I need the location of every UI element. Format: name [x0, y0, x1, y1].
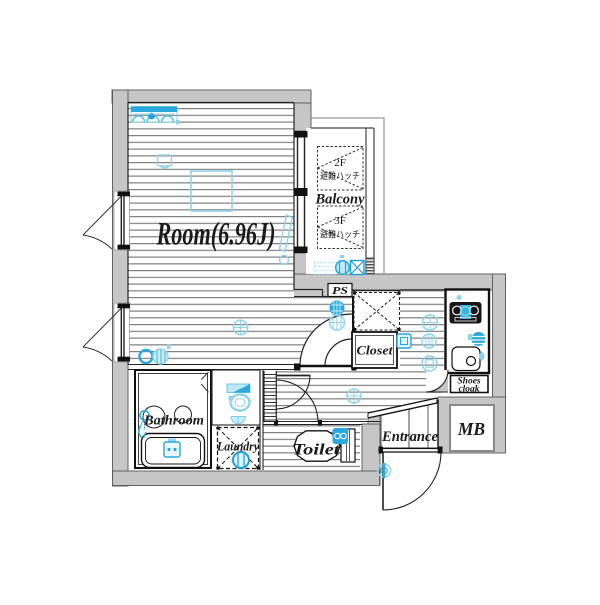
svg-text:避難ハッチ: 避難ハッチ [320, 170, 360, 181]
svg-text:2F: 2F [334, 157, 346, 169]
svg-text:Entrance: Entrance [381, 429, 439, 445]
svg-text:PS: PS [332, 285, 348, 297]
svg-text:Room(6.96J): Room(6.96J) [156, 217, 276, 253]
svg-text:Laundry: Laundry [216, 440, 259, 454]
svg-text:避難ハッチ: 避難ハッチ [320, 229, 360, 240]
svg-text:Shoes: Shoes [457, 377, 481, 387]
svg-text:3F: 3F [334, 215, 346, 227]
svg-text:cloak: cloak [458, 385, 479, 395]
svg-text:Toilet: Toilet [293, 442, 341, 459]
svg-text:MB: MB [457, 419, 486, 439]
svg-text:Closet: Closet [357, 343, 393, 358]
svg-text:Balcony: Balcony [315, 192, 365, 208]
svg-text:Bathroom: Bathroom [143, 413, 204, 428]
